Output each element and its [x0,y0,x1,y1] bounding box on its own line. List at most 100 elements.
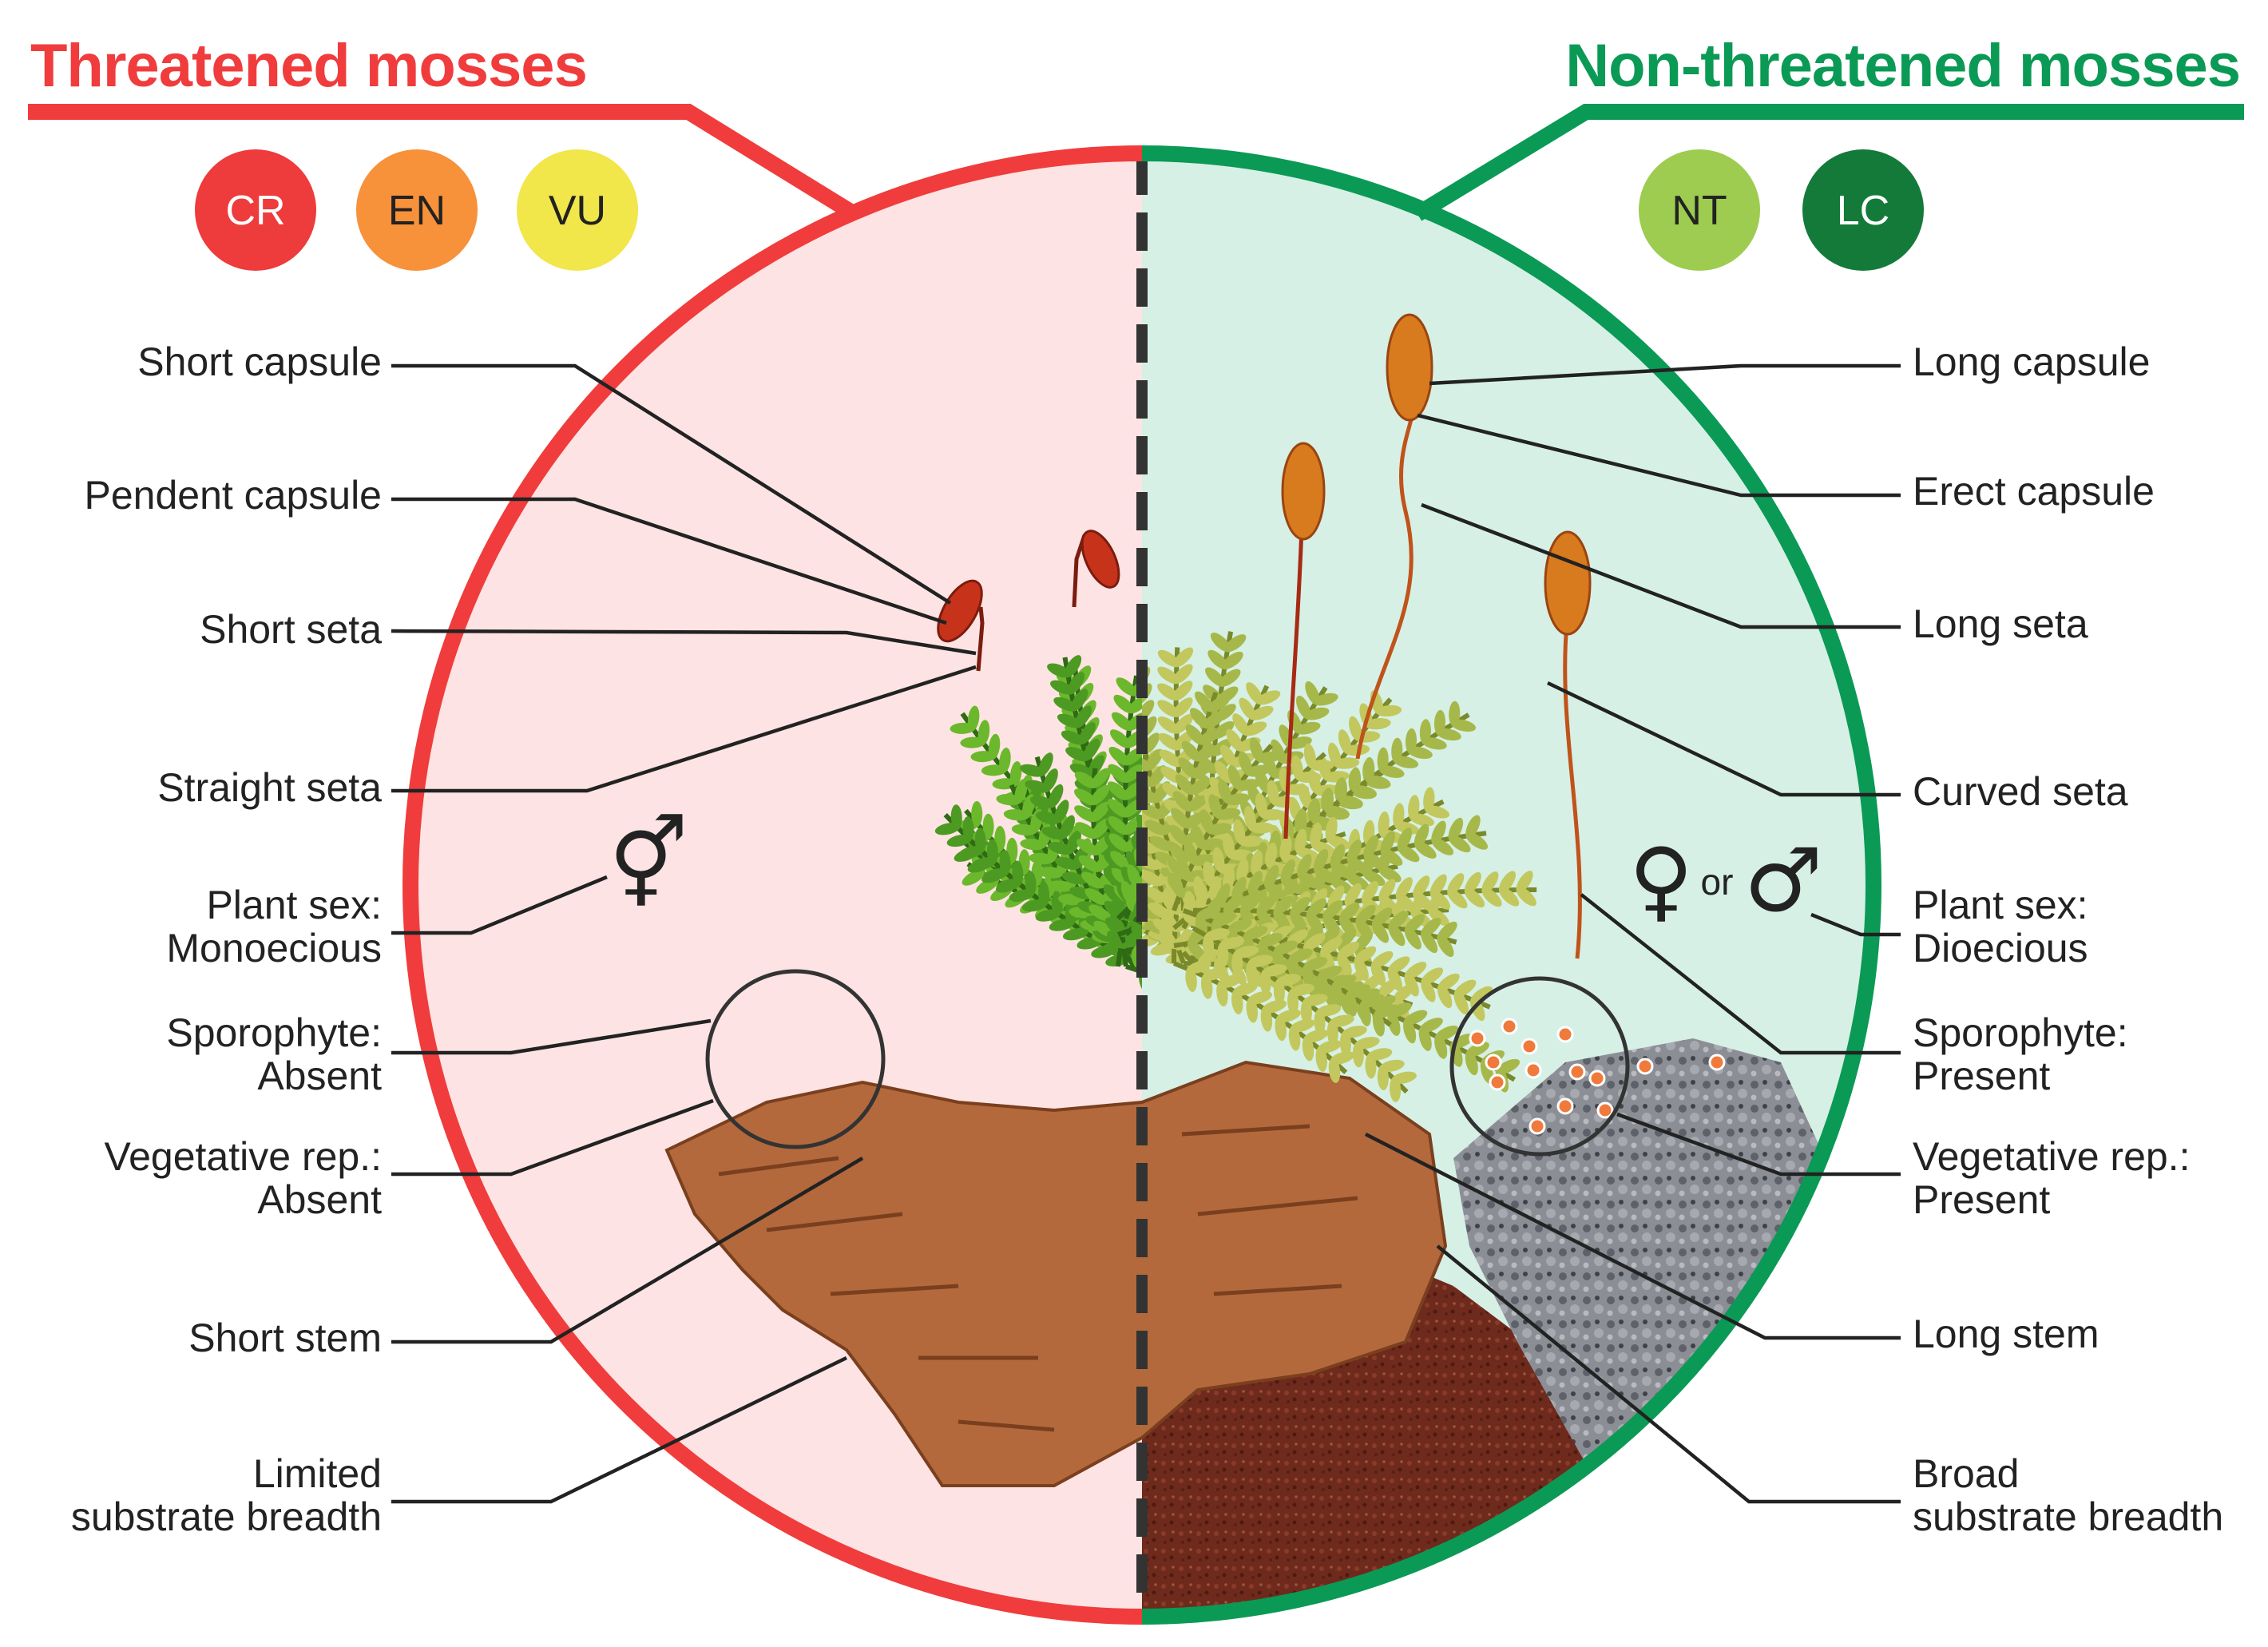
moss-leaf [1295,695,1311,720]
moss-leaf [962,869,985,886]
left-label-4-line-0: Plant sex: [206,883,382,927]
moss-leaf [1465,815,1481,839]
moss-leaf [1361,880,1379,903]
moss-leaf [1304,707,1330,720]
moss-leaf [1116,677,1137,697]
moss-leaf [1236,858,1249,884]
right-label-5: Sporophyte:Present [1913,1010,2128,1098]
moss-leaf [1226,728,1243,752]
gemmae [1469,1018,1726,1135]
moss-leaf [1295,721,1321,735]
moss-leaf [1196,906,1221,920]
moss-leaf [950,722,976,734]
moss-leaf [1181,740,1201,762]
moss-leaf [1322,900,1343,920]
moss-leaf [1405,728,1418,754]
right-label-0-line-0: Long capsule [1913,339,2150,384]
moss-leaf [1329,1014,1354,1027]
badge-vu-label: VU [549,188,606,234]
moss-leaf [1103,867,1124,887]
moss-leaf [1431,820,1446,845]
moss-leaf [1433,709,1446,736]
moss-leaf [1273,895,1294,915]
moss-leaf [1354,946,1377,964]
moss-leaf [1265,842,1278,868]
leader-lines-left [391,363,977,1504]
moss-leaf [1356,988,1380,1004]
moss-leaf [1393,803,1405,829]
right-title: Non-threatened mosses [1565,32,2240,100]
right-label-8-line-1: substrate breadth [1913,1494,2223,1539]
right-label-3-line-0: Curved seta [1913,769,2128,814]
moss-leaf [1481,871,1499,894]
badge-nt-label: NT [1671,188,1727,234]
moss-leaf [1313,693,1338,706]
moss-leaf [1075,822,1098,839]
moss-leaf [1081,871,1104,889]
moss-leaf [1239,697,1256,720]
moss-leaf [1108,764,1129,784]
moss-stem [1211,887,1537,931]
moss-leaf [1189,708,1209,728]
moss-leaf [1127,864,1142,889]
seta-right-1 [1283,526,1304,839]
moss-leaf [1395,877,1413,900]
moss-leaf [1202,967,1227,981]
badge-en [356,149,478,271]
moss-leaf [1246,682,1263,704]
moss-leaf [1303,994,1328,1006]
right-label-1: Erect capsule [1913,469,2155,514]
moss-leaf [1142,870,1163,887]
left-title-bar [28,104,859,221]
moss-leaf [1403,1010,1428,1026]
moss-leaf [1243,925,1268,940]
moss-leaf [1074,805,1097,823]
moss-leaf [1325,816,1338,843]
moss-leaf [1223,894,1244,914]
moss-leaf [1142,756,1152,772]
moss-leaf [1113,694,1135,714]
moss-leaf [1290,896,1310,917]
moss-leaf [996,879,1021,891]
moss-leaf [1048,842,1073,855]
moss-leaf [1057,713,1081,728]
right-label-2-line-0: Long seta [1913,601,2088,646]
moss-leaf [1108,799,1128,818]
moss-leaf [1069,763,1094,778]
capsule-left-1 [937,579,983,643]
moss-leaf [1313,848,1329,873]
moss-leaf [1223,833,1235,859]
moss-leaf [1233,946,1259,958]
moss-leaf [1330,843,1346,868]
moss-leaf [1346,839,1362,863]
moss-leaf [1157,649,1180,668]
moss-leaf [1029,852,1055,865]
moss-leaf [1142,804,1152,821]
moss-leaf [1363,756,1375,783]
moss-leaf [1065,747,1090,762]
moss-leaf [1144,820,1168,835]
moss-leaf [1011,824,1037,835]
moss-leaf [1062,928,1088,941]
moss-leaf [1267,780,1279,806]
left-label-1-line-0: Pendent capsule [84,473,382,518]
moss-leaf [1171,808,1190,829]
moss-leaf [1262,964,1287,977]
left-label-0-line-0: Short capsule [137,339,382,384]
bark-texture [718,1124,1358,1432]
moss-leaf [1041,827,1067,840]
moss-leaf [1243,806,1256,831]
left-outline [402,145,1143,1625]
left-label-8-line-1: substrate breadth [71,1494,382,1539]
right-label-5-line-1: Present [1913,1054,2050,1098]
moss-leaf [1142,700,1155,722]
moss-leaf [1337,941,1360,959]
moss-leaf [1251,850,1263,875]
moss-leaf [1078,855,1101,872]
moss-leaf [1310,822,1322,848]
monoecious-symbol: ⚥ [609,813,688,915]
moss-leaf [1205,667,1226,687]
moss-leaf [1029,796,1055,809]
moss-leaf [1295,808,1307,835]
